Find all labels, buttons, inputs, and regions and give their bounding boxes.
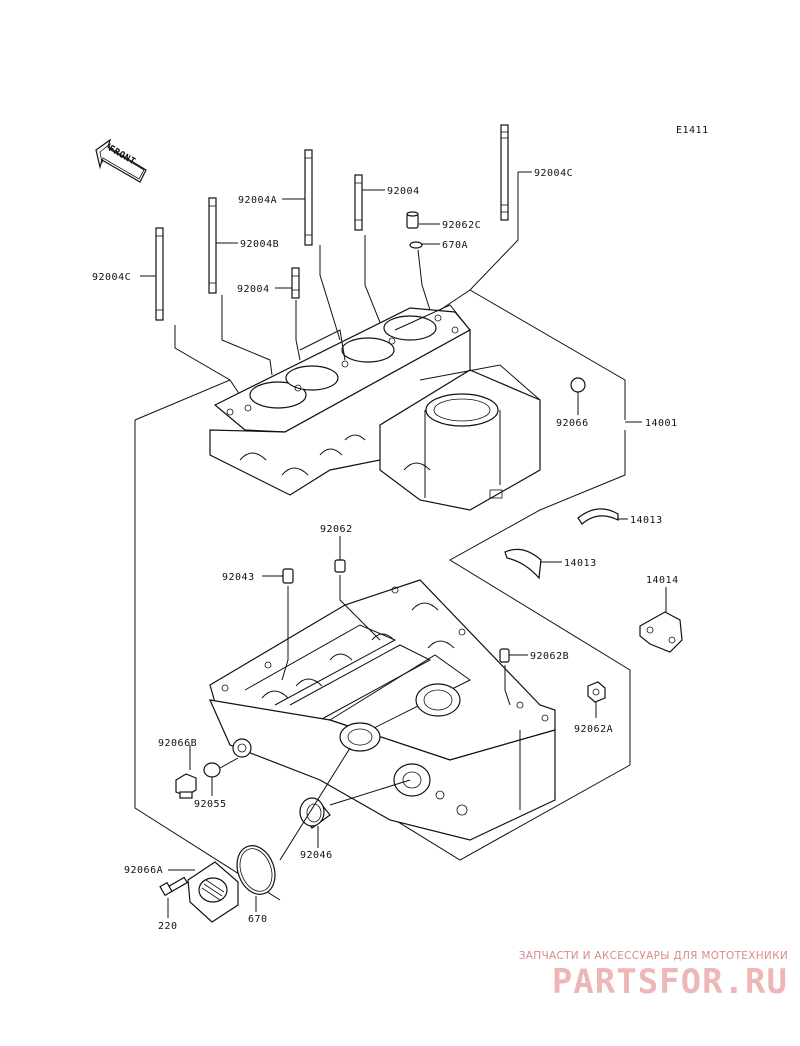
stud-bolt-92004-short: [291, 267, 301, 361]
label-92004a: 92004A: [238, 195, 277, 206]
bearing-holder-14014: [639, 611, 683, 653]
label-92004-short: 92004: [237, 284, 270, 295]
label-92043: 92043: [222, 572, 255, 583]
label-92066: 92066: [556, 418, 589, 429]
stud-bolt-92004c-right: [439, 124, 519, 311]
plug-92062a: [587, 681, 606, 703]
bearing-14013-lower: [504, 548, 542, 580]
front-arrow-icon: FRONT: [95, 138, 147, 183]
oil-seal-92046: [299, 779, 411, 829]
bearing-14013-upper: [577, 508, 619, 525]
watermark-logo: PARTSFOR.RU: [551, 962, 788, 1002]
steel-ball-92066: [570, 377, 586, 393]
label-14013-lower: 14013: [564, 558, 597, 569]
upper-group-outline: [134, 289, 642, 901]
label-92062c: 92062C: [442, 220, 481, 231]
o-ring-92055: [203, 757, 239, 778]
label-92004c-right: 92004C: [534, 168, 573, 179]
lower-crankcase: [208, 579, 556, 841]
o-ring-670a: [409, 241, 431, 311]
label-92066a: 92066A: [124, 865, 163, 876]
dowel-pin-92062c: [406, 211, 419, 229]
label-92062: 92062: [320, 524, 353, 535]
upper-crankcase-14001: [209, 304, 541, 511]
drain-plug-92066b: [175, 745, 197, 799]
label-14001: 14001: [645, 418, 678, 429]
label-92004b: 92004B: [240, 239, 279, 250]
stud-bolt-92004b: [208, 197, 273, 376]
label-670a: 670A: [442, 240, 468, 251]
label-220: 220: [158, 921, 178, 932]
cover-92066a: [187, 861, 239, 923]
label-92062a: 92062A: [574, 724, 613, 735]
label-92062b: 92062B: [530, 651, 569, 662]
label-92066b: 92066B: [158, 738, 197, 749]
stud-bolt-92004a: [304, 149, 341, 341]
o-ring-670: [236, 747, 351, 895]
watermark-tagline: ЗАПЧАСТИ И АКСЕССУАРЫ ДЛЯ МОТОТЕХНИКИ: [518, 950, 788, 962]
diagram-code: E1411: [676, 125, 709, 136]
label-92004c-left: 92004C: [92, 272, 131, 283]
bolt-220: [159, 876, 188, 897]
label-14014: 14014: [646, 575, 679, 586]
label-92055: 92055: [194, 799, 227, 810]
label-14013-upper: 14013: [630, 515, 663, 526]
label-92004: 92004: [387, 186, 420, 197]
stud-bolt-92004c-left: [155, 227, 241, 396]
dowel-sleeve-92043: [281, 568, 294, 681]
label-670: 670: [248, 914, 268, 925]
label-92046: 92046: [300, 850, 333, 861]
